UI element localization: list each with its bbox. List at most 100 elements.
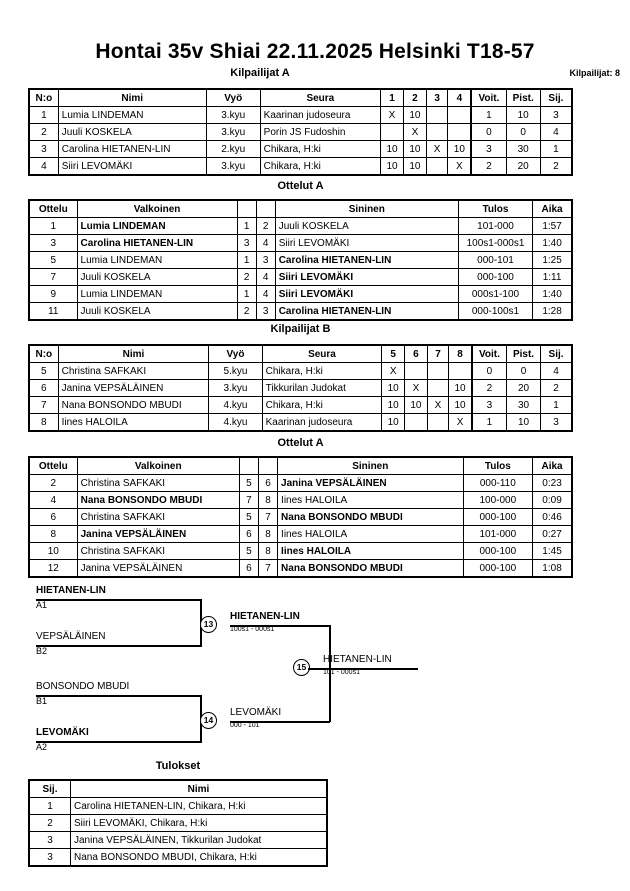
pool-b-row-3-match-0: 10: [381, 413, 406, 432]
pool-a-header-1: Nimi: [57, 88, 207, 107]
pool-a-matches-row-1-time: 1:40: [532, 234, 573, 252]
pool-b-row-1-match-2: [426, 379, 450, 397]
pool-a-matches-header-0: Ottelu: [28, 199, 78, 218]
pool-a-row-3-match-1: 10: [402, 157, 427, 176]
pool-a-row-0-name: Lumia LINDEMAN: [57, 106, 207, 124]
pool-a-row-0-match-2: [425, 106, 449, 124]
pool-a-row-0-rank: 3: [539, 106, 573, 124]
page-title: Hontai 35v Shiai 22.11.2025 Helsinki T18…: [95, 40, 535, 63]
pool-b-row-3-wins: 1: [470, 413, 507, 432]
pool-b-header-4: 5: [381, 344, 406, 363]
bracket-node-15: 15: [293, 659, 310, 676]
pool-b-row-1-wins: 2: [470, 379, 507, 397]
pool-a-row-2-wins: 3: [470, 140, 507, 158]
pool-b-matches-header-4: Sininen: [277, 456, 464, 475]
bracket-entry-line-1: [36, 645, 201, 647]
pool-a-matches-row-3-number: 7: [28, 268, 78, 286]
results-row-0-rank: 1: [28, 797, 71, 815]
pool-b-row-1-match-1: X: [404, 379, 428, 397]
results-header-1: Nimi: [69, 779, 328, 798]
results-row-2-name: Janina VEPSÄLÄINEN, Tikkurilan Judokat: [69, 831, 328, 849]
pool-a-header-10: Sij.: [539, 88, 573, 107]
bracket-entry-name-2: BONSONDO MBUDI: [36, 681, 130, 692]
results-caption: Tulokset: [155, 760, 201, 772]
pool-a-matches-row-1-number: 3: [28, 234, 78, 252]
pool-b-matches-row-2-result: 000-100: [462, 508, 534, 526]
pool-a-row-1-no: 2: [28, 123, 59, 141]
pool-a-header-9: Pist.: [505, 88, 541, 107]
pool-b-row-2-match-0: 10: [381, 396, 406, 414]
pool-b-header-2: Vyö: [208, 344, 263, 363]
competitor-count: Kilpailijat: 8: [569, 68, 620, 78]
pool-b-matches-row-2-time: 0:46: [532, 508, 573, 526]
pool-a-row-3-match-2: [425, 157, 449, 176]
pool-b-row-1-no: 6: [28, 379, 59, 397]
pool-a-matches-row-0-white-seed: 1: [236, 217, 257, 235]
pool-b-row-0-name: Christina SAFKAKI: [57, 362, 210, 380]
pool-b-matches-header-0: Ottelu: [28, 456, 78, 475]
pool-b-row-0-match-1: [404, 362, 428, 380]
pool-b-matches-row-3-result: 101-000: [462, 525, 534, 543]
bracket-semifinal-score-0: 100s1 - 000s1: [230, 626, 275, 633]
pool-a-row-3-match-0: 10: [380, 157, 404, 176]
pool-a-matches-row-4-blue: Siiri LEVOMÄKI: [274, 285, 459, 303]
pool-b-matches-row-2-number: 6: [28, 508, 78, 526]
pool-b-row-3-match-1: [404, 413, 428, 432]
pool-b-row-3-points: 10: [505, 413, 542, 432]
pool-a-row-1-match-3: [447, 123, 472, 141]
pool-a-matches-row-4-white-seed: 1: [236, 285, 257, 303]
pool-a-matches-row-5-time: 1:28: [532, 302, 573, 321]
pool-b-header-9: Pist.: [505, 344, 542, 363]
pool-b-header-10: Sij.: [540, 344, 573, 363]
pool-a-matches-header-2: [236, 199, 257, 218]
pool-b-row-2-match-3: 10: [448, 396, 473, 414]
pool-b-matches-row-3-white: Janina VEPSÄLÄINEN: [76, 525, 240, 543]
pool-b-row-3-no: 8: [28, 413, 59, 432]
bracket-entry-seed-3: A2: [36, 742, 48, 752]
pool-a-matches-row-2-blue-seed: 3: [255, 251, 276, 269]
pool-a-row-1-belt: 3.kyu: [205, 123, 261, 141]
pool-a-matches-row-1-result: 100s1-000s1: [457, 234, 534, 252]
bracket-semifinal-line-0: [230, 625, 330, 627]
pool-b-row-2-wins: 3: [470, 396, 507, 414]
bracket-entry-line-2: [36, 695, 201, 697]
bracket-entry-seed-2: B1: [36, 696, 48, 706]
pool-b-row-2-no: 7: [28, 396, 59, 414]
pool-a-row-2-name: Carolina HIETANEN-LIN: [57, 140, 207, 158]
bracket-final-line: [308, 668, 418, 670]
pool-a-matches-row-5-result: 000-100s1: [457, 302, 534, 321]
pool-a-matches-row-1-white: Carolina HIETANEN-LIN: [76, 234, 238, 252]
bracket-entry-seed-0: A1: [36, 600, 48, 610]
pool-b-matches-row-2-blue: Nana BONSONDO MBUDI: [277, 508, 464, 526]
pool-b-matches-row-4-number: 10: [28, 542, 78, 560]
pool-b-row-0-belt: 5.kyu: [208, 362, 263, 380]
pool-b-matches-row-1-result: 100-000: [462, 491, 534, 509]
bracket-final-winner: HIETANEN-LIN: [323, 654, 392, 665]
pool-a-matches-row-5-number: 11: [28, 302, 78, 321]
pool-b-matches-row-2-white: Christina SAFKAKI: [76, 508, 240, 526]
pool-a-row-0-club: Kaarinan judoseura: [259, 106, 382, 124]
bracket-entry-line-0: [36, 599, 201, 601]
pool-a-matches-header-3: [255, 199, 276, 218]
pool-b-matches-row-1-time: 0:09: [532, 491, 573, 509]
pool-a-row-2-match-2: X: [425, 140, 449, 158]
pool-a-caption: Kilpailijat A: [230, 67, 290, 79]
results-row-3-name: Nana BONSONDO MBUDI, Chikara, H:ki: [69, 848, 328, 867]
pool-a-matches-row-2-blue: Carolina HIETANEN-LIN: [274, 251, 459, 269]
pool-a-matches-row-2-result: 000-101: [457, 251, 534, 269]
pool-a-header-7: 4: [447, 88, 472, 107]
